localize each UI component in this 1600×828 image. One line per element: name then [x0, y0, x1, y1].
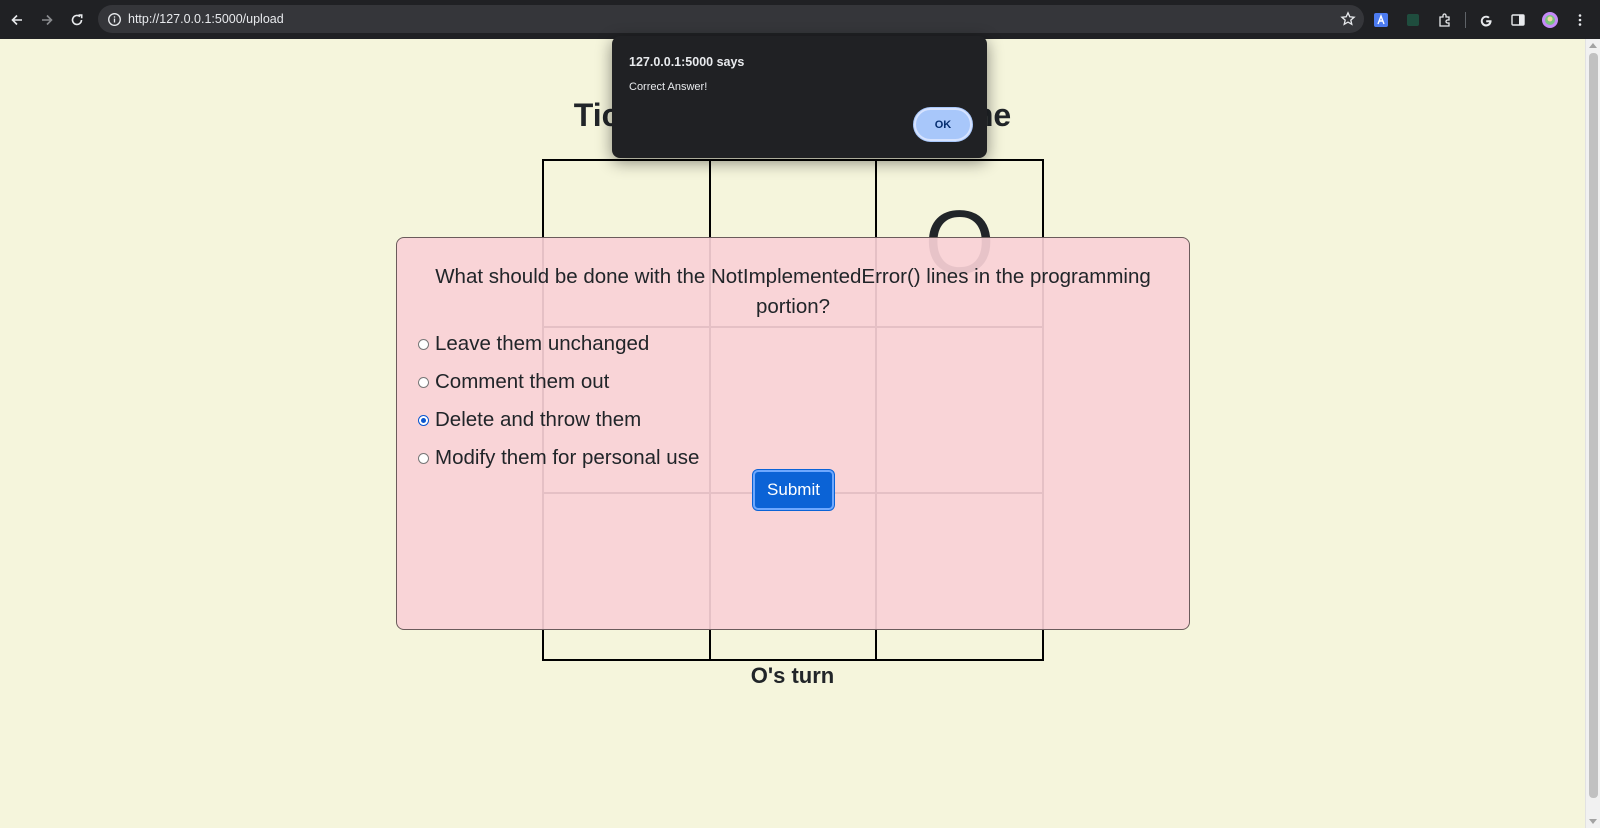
option-label[interactable]: Delete and throw them: [435, 408, 642, 431]
side-panel-icon: [1511, 13, 1525, 26]
avatar-icon: [1542, 11, 1558, 28]
radio-button[interactable]: [418, 376, 429, 388]
extension-shortcut-button[interactable]: [1397, 0, 1429, 39]
back-icon: [11, 14, 22, 25]
radio-button[interactable]: [418, 338, 429, 350]
browser-toolbar: http://127.0.0.1:5000/upload: [0, 0, 1600, 39]
option-label[interactable]: Leave them unchanged: [435, 332, 650, 355]
vertical-scrollbar[interactable]: [1585, 39, 1600, 828]
google-icon: [1480, 15, 1492, 26]
answer-option[interactable]: Modify them for personal use: [418, 439, 1189, 477]
submit-button[interactable]: Submit: [753, 470, 834, 510]
turn-indicator: O's turn: [750, 663, 835, 688]
alert-dialog: 127.0.0.1:5000 says Correct Answer! OK: [612, 36, 987, 158]
menu-button[interactable]: [1566, 0, 1594, 39]
radio-button-selected[interactable]: [418, 414, 429, 426]
puzzle-icon: [1439, 12, 1450, 27]
answer-option[interactable]: Comment them out: [418, 363, 1189, 401]
answer-option[interactable]: Delete and throw them: [418, 401, 1189, 439]
toolbar-divider: [1465, 11, 1466, 28]
option-label[interactable]: Comment them out: [435, 370, 610, 393]
question-modal: What should be done with the NotImplemen…: [396, 237, 1190, 630]
side-panel-button[interactable]: [1502, 0, 1534, 39]
extensions-button[interactable]: [1429, 0, 1461, 39]
alert-title: 127.0.0.1:5000 says: [629, 55, 745, 69]
scroll-down-arrow-icon[interactable]: [1589, 819, 1597, 824]
info-icon[interactable]: [106, 11, 122, 27]
scroll-up-arrow-icon[interactable]: [1589, 43, 1597, 48]
url-text[interactable]: http://127.0.0.1:5000/upload: [128, 12, 284, 26]
translate-button[interactable]: [1365, 0, 1397, 39]
forward-icon: [42, 14, 53, 25]
answer-option[interactable]: Leave them unchanged: [418, 325, 1189, 363]
translate-icon: [1374, 12, 1388, 27]
reload-icon: [71, 13, 83, 25]
forward-button[interactable]: [32, 5, 62, 35]
ok-button[interactable]: OK: [914, 108, 972, 141]
reload-button[interactable]: [62, 5, 92, 35]
extension-shortcut-icon: [1407, 13, 1419, 26]
profile-button[interactable]: [1534, 0, 1566, 39]
question-text: What should be done with the NotImplemen…: [435, 265, 1151, 318]
menu-icon: [1578, 13, 1582, 26]
answer-options: Leave them unchanged Comment them out De…: [418, 325, 1189, 477]
alert-message: Correct Answer!: [629, 81, 708, 93]
back-button[interactable]: [2, 5, 32, 35]
star-icon[interactable]: [1340, 11, 1356, 27]
address-bar[interactable]: http://127.0.0.1:5000/upload: [98, 5, 1364, 33]
radio-button[interactable]: [418, 452, 429, 464]
option-label[interactable]: Modify them for personal use: [435, 446, 700, 469]
google-button[interactable]: [1470, 0, 1502, 39]
scrollbar-thumb[interactable]: [1589, 53, 1598, 798]
